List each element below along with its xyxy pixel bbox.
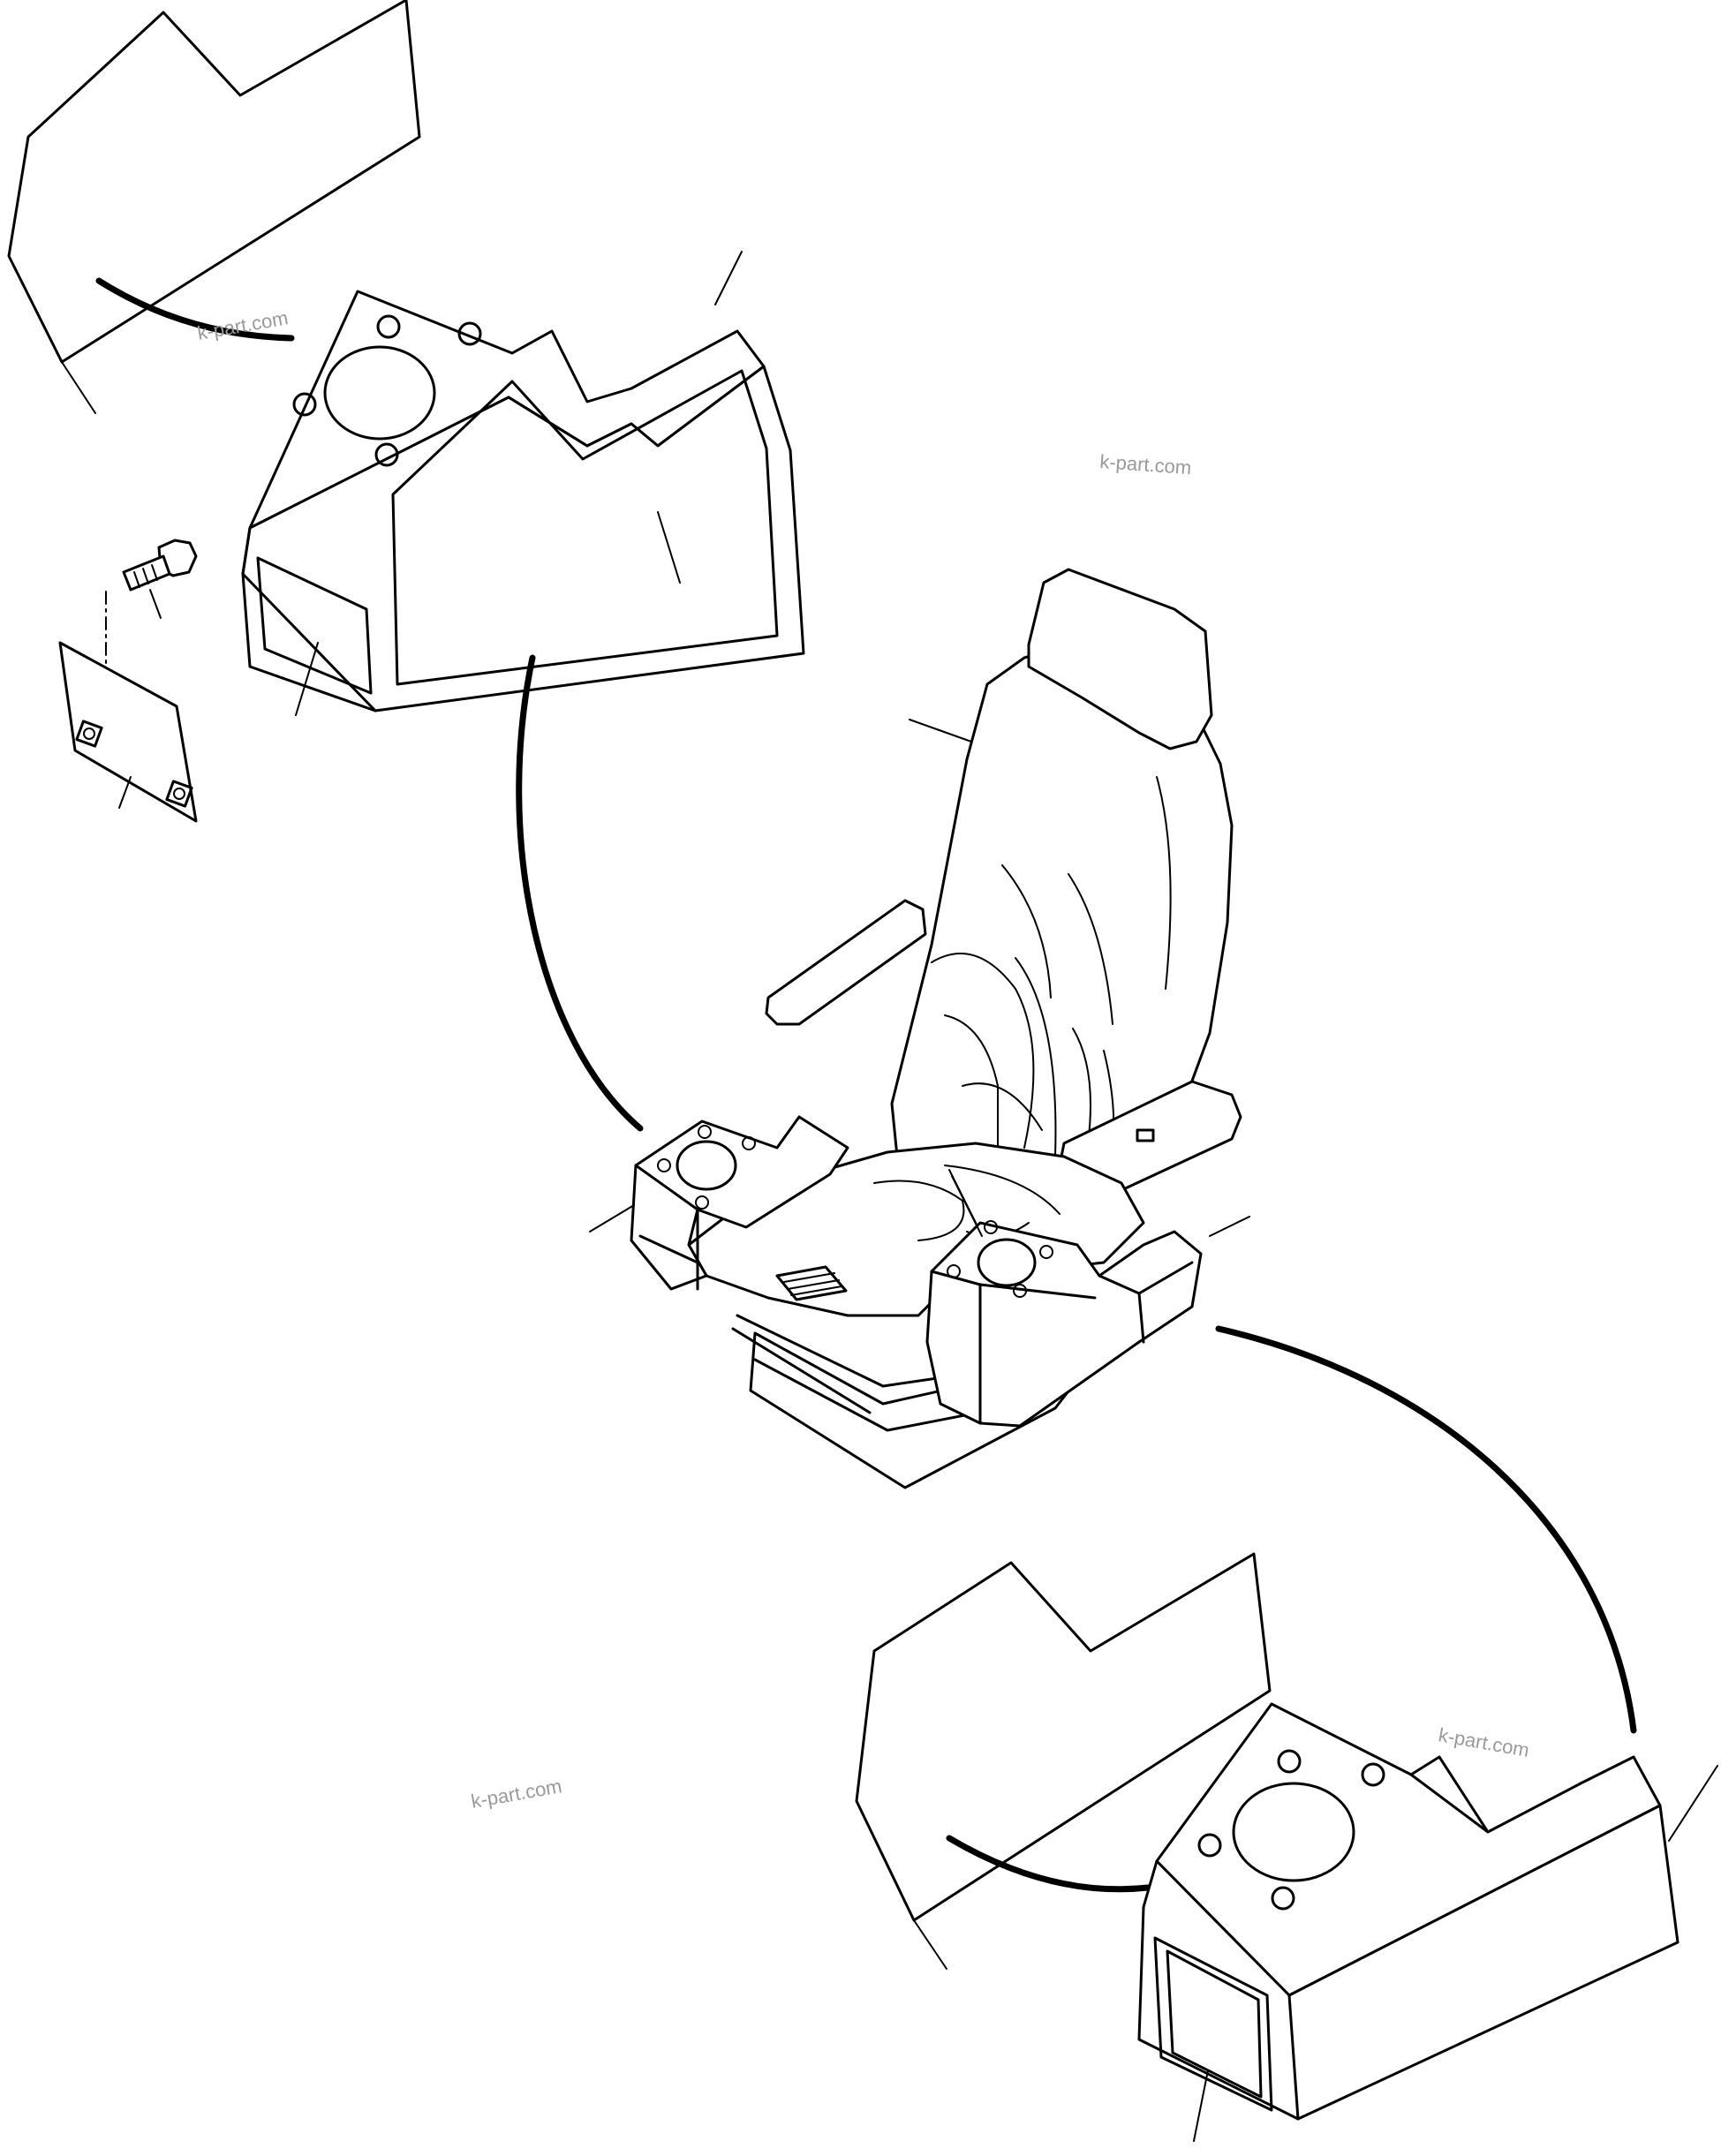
leader-line [1209, 1216, 1250, 1237]
lower-label-sheet [855, 1552, 1272, 1970]
upper-label-sheet [7, 0, 421, 414]
bolt [105, 539, 198, 734]
upper-console-arrow [516, 654, 644, 1132]
lower-sheet-arrow [946, 1835, 1151, 1893]
leader-line [589, 1204, 635, 1233]
lower-console-arrow [1215, 1325, 1637, 1734]
upper-console-box [241, 251, 805, 716]
lower-console-box [1137, 1702, 1718, 2142]
leader-line [61, 361, 96, 414]
leader-line [913, 1919, 947, 1970]
watermark-text: k-part.com [1437, 1723, 1531, 1761]
leader-line [149, 589, 162, 619]
leader-line [951, 1175, 983, 1237]
watermark-text: k-part.com [470, 1775, 564, 1813]
leader-line [1668, 1765, 1718, 1842]
leader-line [118, 776, 132, 809]
operator-seat [589, 568, 1250, 1489]
leader-line [714, 251, 743, 305]
upper-sheet-arrow [95, 277, 295, 342]
leader-line [909, 719, 972, 743]
leader-line [1193, 2069, 1209, 2142]
watermark-text: k-part.com [1099, 450, 1192, 479]
leader-line [657, 511, 681, 584]
small-plate [58, 641, 198, 823]
leader-line [295, 642, 319, 716]
